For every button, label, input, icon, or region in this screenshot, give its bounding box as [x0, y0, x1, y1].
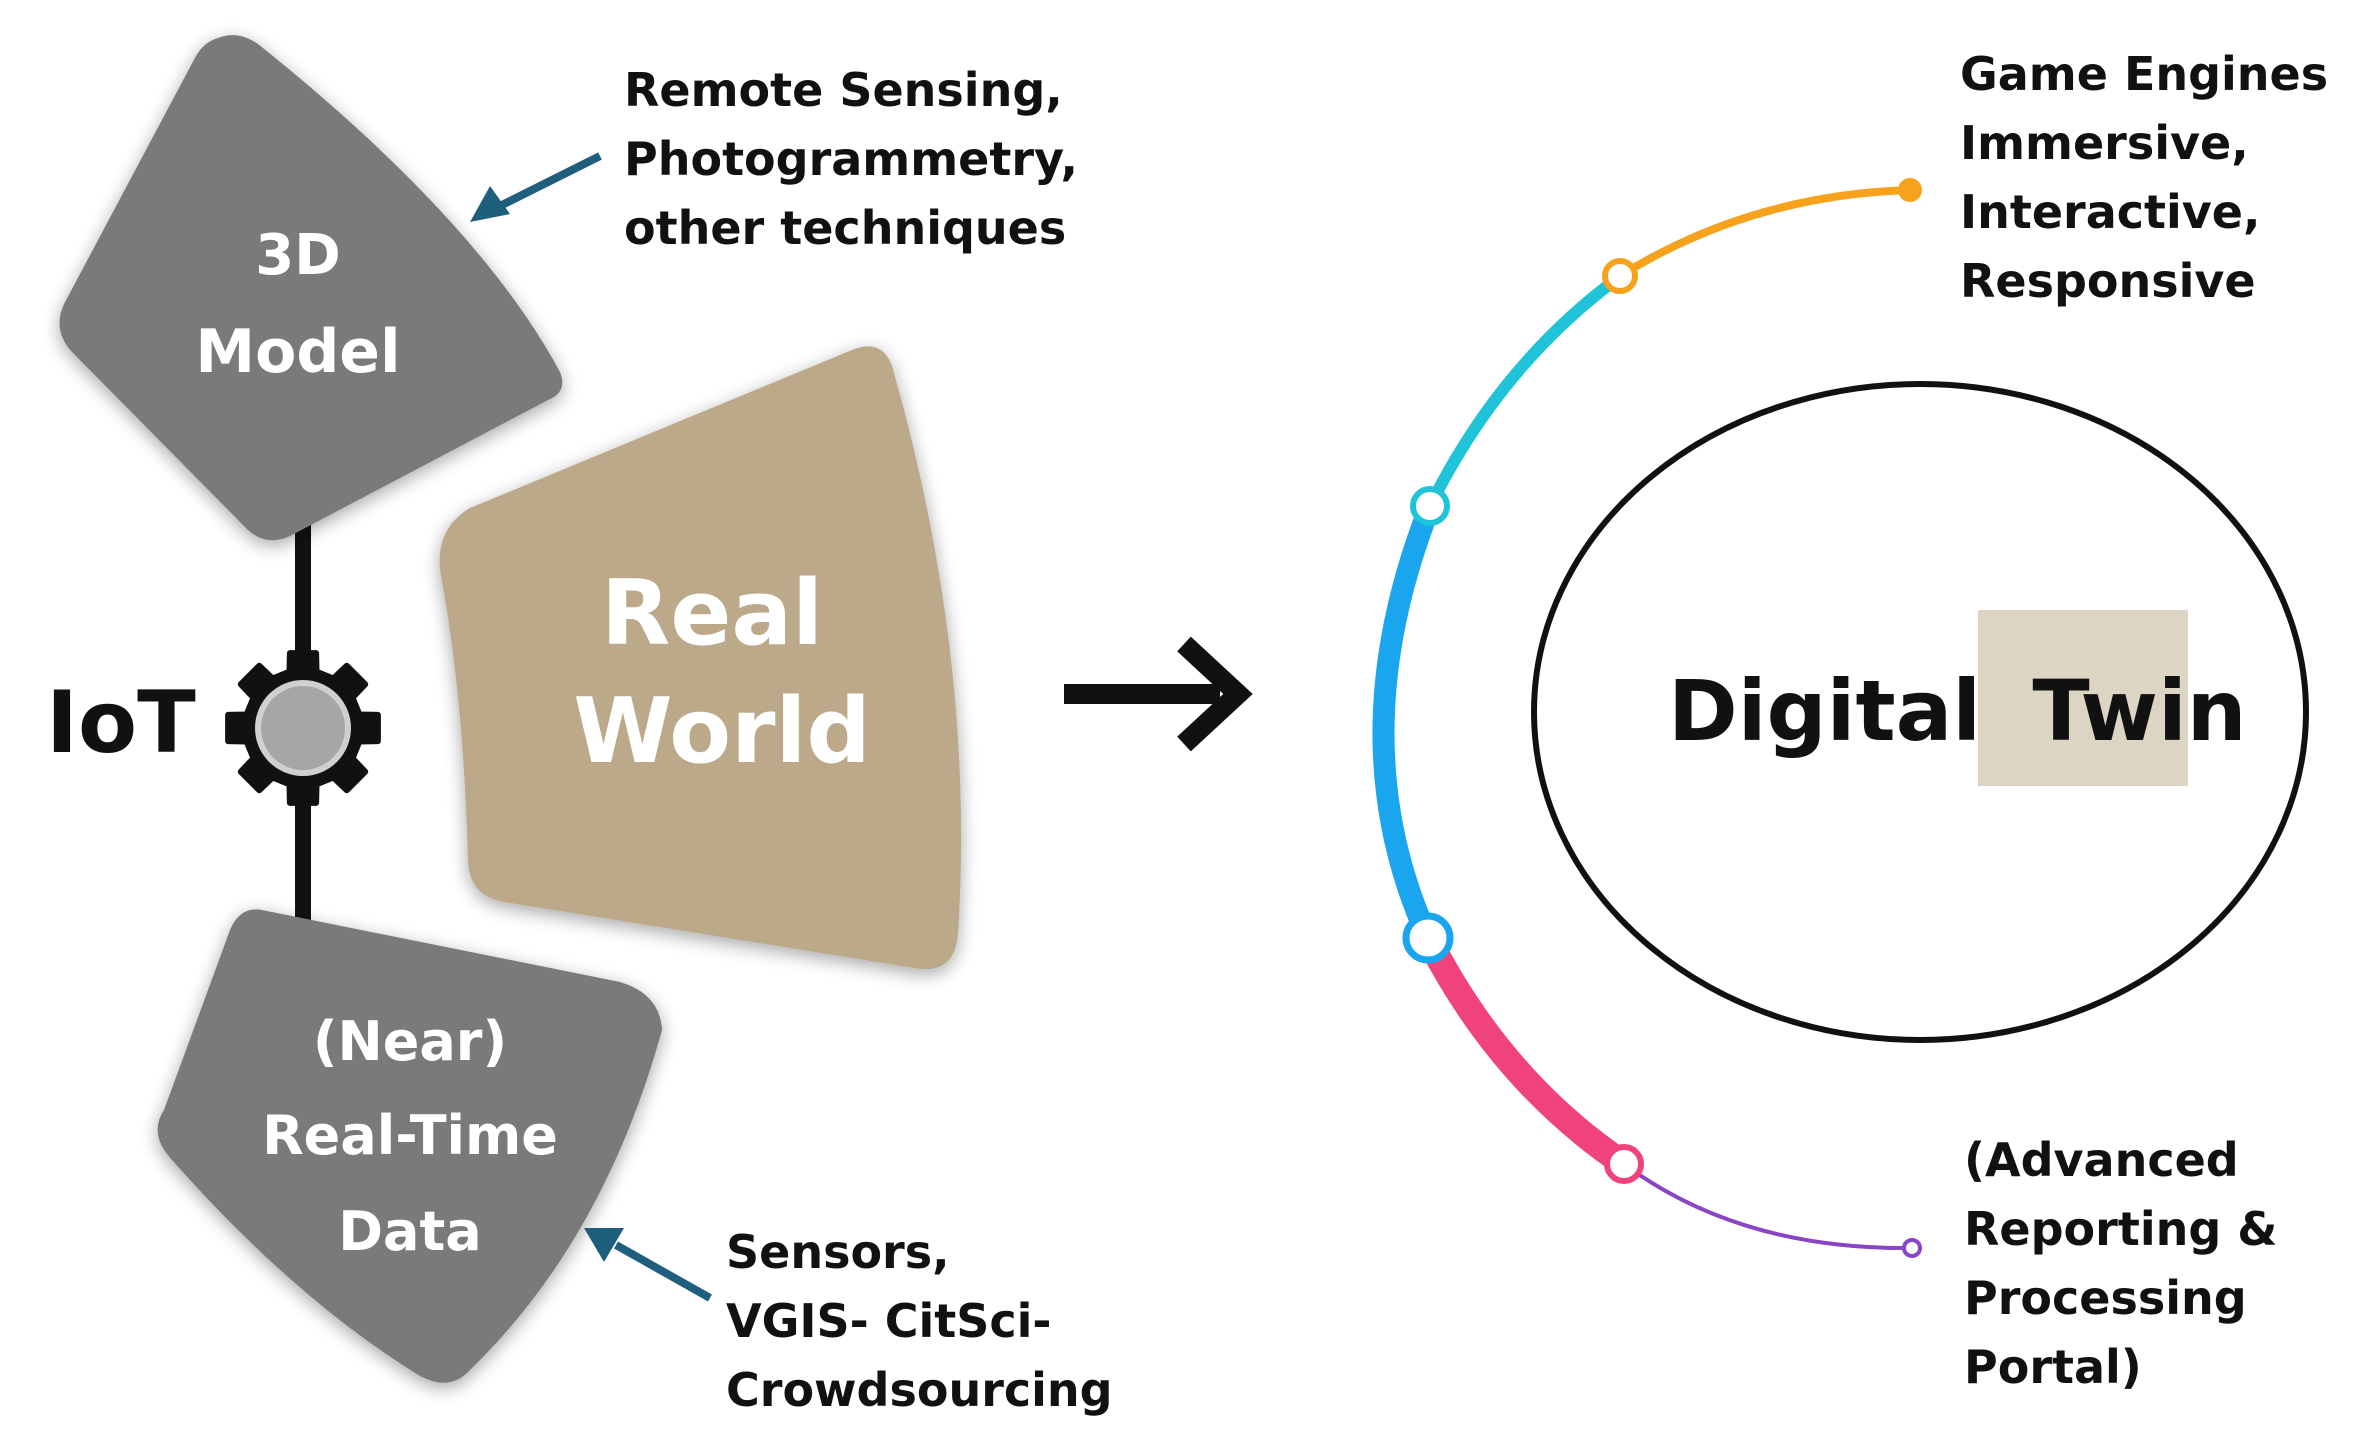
iot-label: IoT: [46, 673, 196, 773]
twin-highlight-box: [1978, 610, 2188, 786]
annotation-line: Sensors,: [726, 1225, 950, 1279]
annotation-line: Photogrammetry,: [624, 132, 1078, 186]
arc-node-end-purple: [1902, 1238, 1922, 1258]
twin-word: Twin: [2032, 662, 2246, 760]
realtime-shape: [157, 909, 662, 1383]
arc-pink-segment: [1416, 932, 1632, 1175]
arc-purple-segment: [1622, 1162, 1914, 1251]
annotation-line: VGIS- CitSci-: [726, 1294, 1052, 1348]
annotation-line: Remote Sensing,: [624, 63, 1063, 117]
arc-node-pink: [1604, 1144, 1644, 1184]
realtime-label-line1: (Near): [313, 1010, 507, 1073]
realtime-label-line3: Data: [338, 1200, 482, 1263]
arc-node-end-orange: [1898, 178, 1922, 202]
annotation-line: Responsive: [1960, 254, 2256, 308]
arrow-pointer-icon: [584, 1228, 712, 1302]
annotation-line: Interactive,: [1960, 185, 2261, 239]
annotation-line: Game Engines: [1960, 47, 2329, 101]
remote-sensing-annotation: Remote Sensing, Photogrammetry, other tech…: [624, 56, 1078, 263]
gear-hub: [261, 686, 345, 770]
annotation-line: Immersive,: [1960, 116, 2249, 170]
arc-blue-segment: [1372, 501, 1441, 943]
annotation-line: Reporting &: [1964, 1202, 2278, 1256]
real-world-label-line1: Real: [601, 561, 823, 666]
arc-node-blue: [1402, 912, 1454, 964]
annotation-line: Crowdsourcing: [726, 1363, 1113, 1417]
real-world-label-line2: World: [573, 679, 871, 784]
arrow-right-icon: [1064, 636, 1253, 752]
model-3d-shape: [59, 35, 563, 541]
annotation-line: Portal): [1964, 1340, 2142, 1394]
model-3d-label-line1: 3D: [255, 223, 340, 288]
gear-icon: [225, 650, 381, 806]
arc-orange-segment: [1616, 186, 1914, 280]
arc-node-orange: [1602, 258, 1638, 294]
digital-twin-label: Digital Twin: [1668, 662, 2247, 760]
annotation-line: (Advanced: [1964, 1133, 2239, 1187]
sensors-annotation: Sensors, VGIS- CitSci- Crowdsourcing: [726, 1218, 1113, 1425]
arrow-pointer-icon: [470, 152, 602, 222]
annotation-line: other techniques: [624, 201, 1067, 255]
arc-node-cyan: [1410, 486, 1450, 526]
real-world-shape: [439, 346, 962, 970]
realtime-label-line2: Real-Time: [262, 1104, 558, 1167]
model-3d-label-line2: Model: [195, 317, 400, 387]
arc-cyan-segment: [1424, 273, 1622, 509]
digital-twin-circle: [1531, 381, 2309, 1043]
digital-word: Digital: [1668, 662, 1981, 760]
annotation-line: Processing: [1964, 1271, 2247, 1325]
